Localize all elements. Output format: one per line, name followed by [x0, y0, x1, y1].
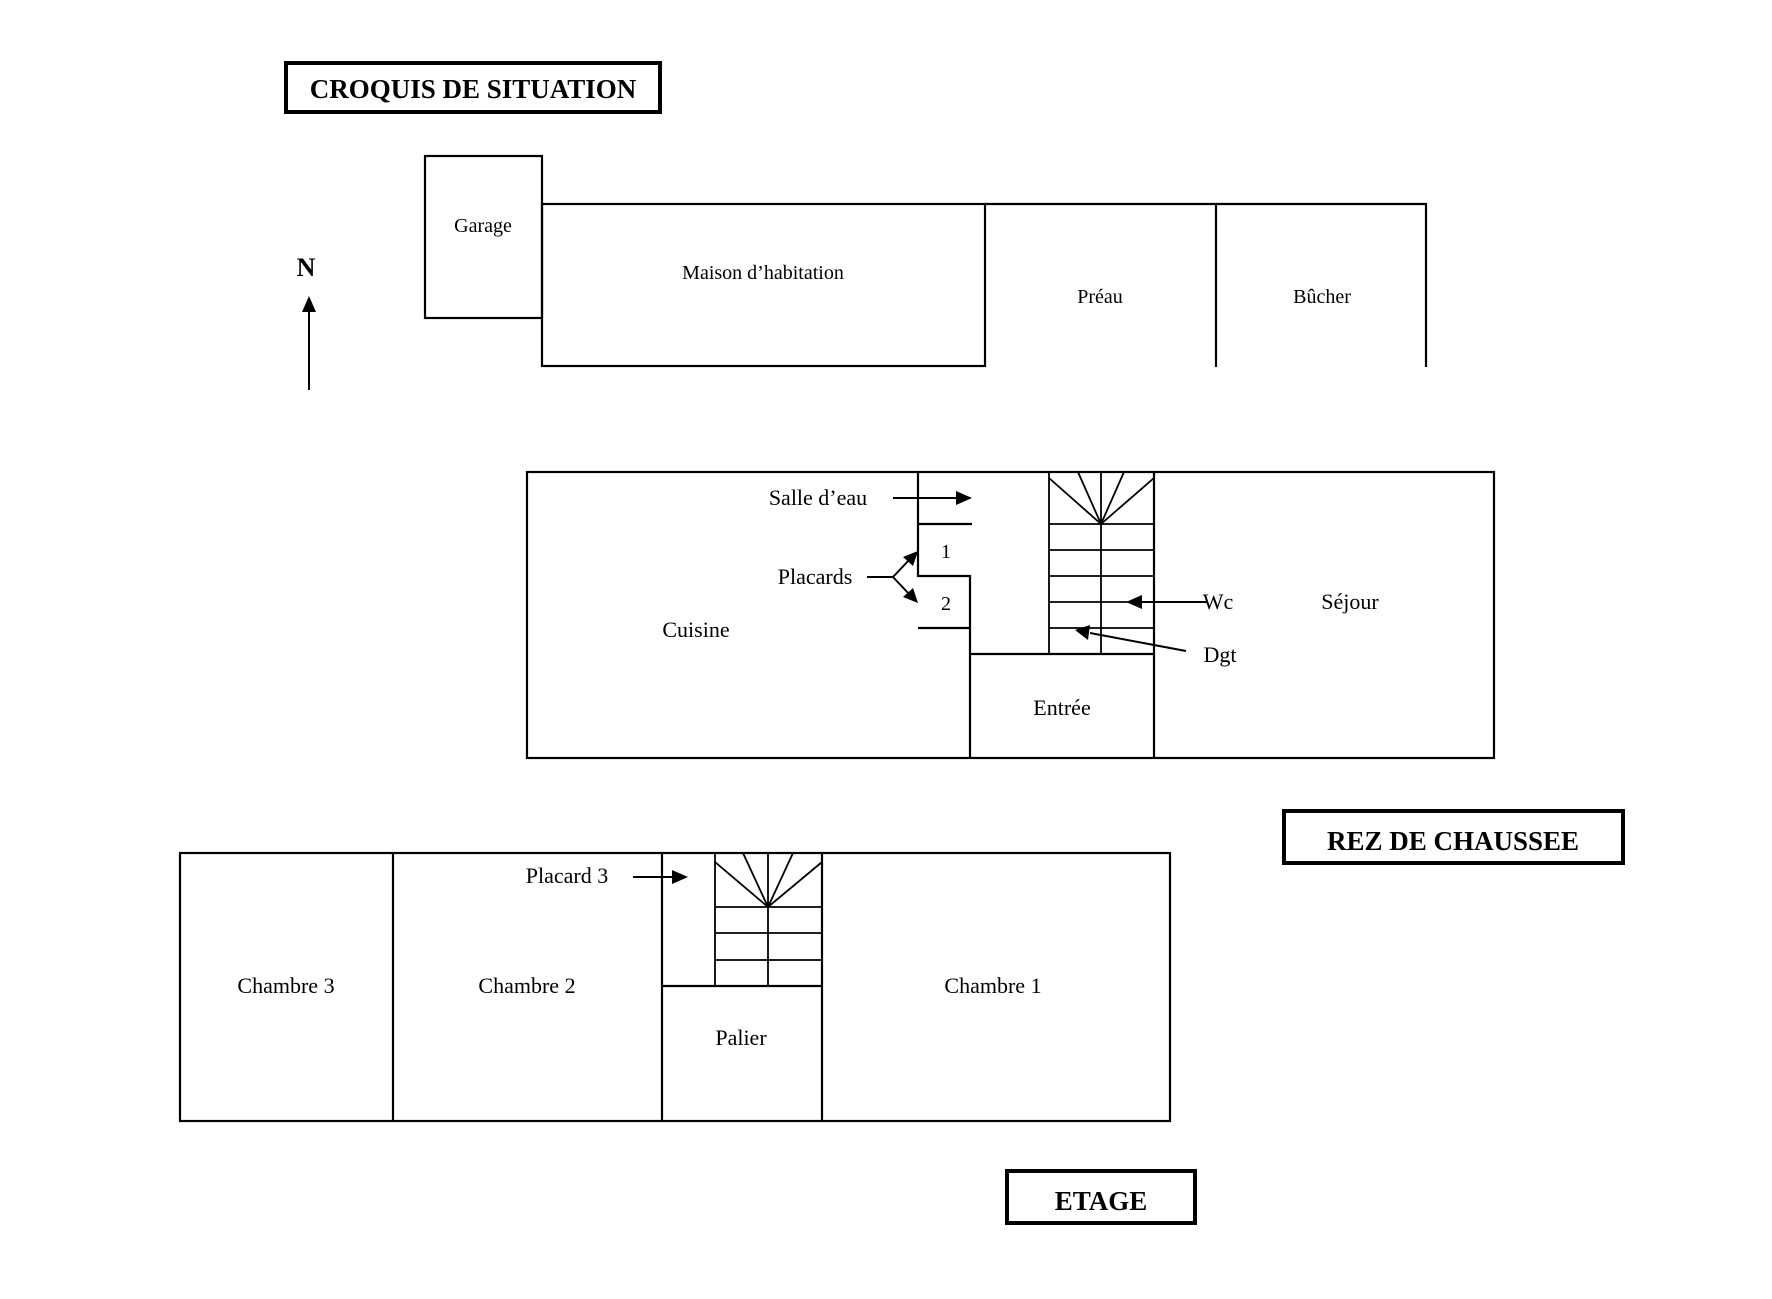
salle-eau-label: Salle d’eau [769, 485, 867, 510]
north-arrow-head [302, 296, 316, 312]
chambre-2-label: Chambre 2 [478, 973, 575, 998]
salle-eau-arrow [893, 491, 972, 505]
arrow-line [1089, 632, 1187, 652]
arrow-head [1075, 625, 1090, 640]
cuisine-label: Cuisine [662, 617, 729, 642]
stair-winder [1048, 477, 1102, 525]
ground-floor-title: REZ DE CHAUSSEE [1327, 826, 1579, 856]
stair-winder [742, 852, 769, 908]
placard-2-label: 2 [941, 593, 951, 615]
building-bucher: Bûcher [1216, 202, 1428, 367]
arrow-head [956, 491, 972, 505]
dgt-arrow [1075, 625, 1187, 652]
arrow-line [892, 558, 911, 578]
north-label: N [297, 253, 316, 282]
upper-floor-title-box [1005, 1169, 1197, 1225]
arrow-head [903, 588, 918, 603]
placard-3-arrow [633, 870, 688, 884]
preau-label: Préau [1077, 286, 1123, 308]
stair-winder [767, 861, 823, 908]
ground-floor-plan: Cuisine Salle d’eau Placards 1 2 Entrée … [525, 470, 1625, 865]
stair-winder [714, 861, 769, 908]
stair-winder [1077, 471, 1102, 525]
chambre-3-label: Chambre 3 [237, 973, 334, 998]
upper-floor-outline [178, 851, 1172, 1123]
upper-floor-title: ETAGE [1055, 1186, 1148, 1216]
building-maison: Maison d’habitation [540, 202, 987, 368]
maison-label: Maison d’habitation [682, 262, 844, 284]
placards-walls [916, 545, 972, 630]
placards-label: Placards [778, 564, 853, 589]
staircase-upper [714, 852, 823, 986]
maison-outline [540, 202, 987, 368]
bucher-label: Bûcher [1293, 286, 1351, 308]
placard-3-label: Placard 3 [526, 863, 608, 888]
stair-winder [1100, 471, 1125, 525]
placard-1-label: 1 [941, 541, 951, 563]
palier-label: Palier [715, 1025, 767, 1050]
garage-outline [423, 154, 544, 320]
ground-floor-title-box [1282, 809, 1625, 865]
placards-arrows [867, 551, 918, 603]
ground-floor-outline [525, 470, 1496, 760]
upper-floor-plan: Chambre 3 Chambre 2 Placard 3 Palier Cha… [178, 851, 1197, 1225]
building-preau: Préau [985, 202, 1218, 367]
arrow-head [1126, 595, 1142, 609]
situation-title: CROQUIS DE SITUATION [310, 74, 637, 104]
dgt-label: Dgt [1204, 642, 1237, 667]
entree-label: Entrée [1033, 695, 1090, 720]
staircase-ground [1048, 471, 1155, 655]
bucher-outline [1216, 202, 1428, 367]
wc-arrow [1126, 595, 1208, 609]
north-arrow: N [297, 253, 316, 390]
building-garage: Garage [423, 154, 544, 320]
arrow-head [672, 870, 688, 884]
stair-winder [767, 852, 794, 908]
situation-sketch: CROQUIS DE SITUATION N Garage Maison d’h… [284, 61, 1428, 390]
stair-winder [1100, 477, 1155, 525]
situation-title-box [284, 61, 662, 114]
arrow-line [892, 576, 911, 596]
arrow-head [903, 551, 918, 566]
chambre-1-label: Chambre 1 [944, 973, 1041, 998]
garage-label: Garage [454, 215, 512, 237]
sejour-label: Séjour [1321, 589, 1379, 614]
